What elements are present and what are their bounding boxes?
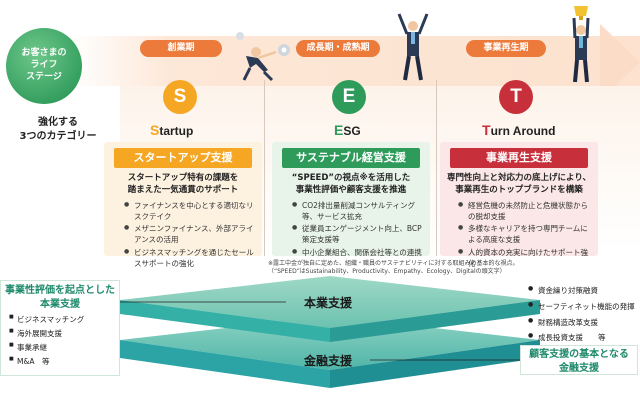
- speed-footnote: ※露工中金が独自に定めた、組織・職員のサステナビリティに対する取組みの基本的な視…: [268, 260, 519, 276]
- list-item: CO2排出量削減コンサルティング等、サービス拡充: [292, 201, 422, 223]
- lower-slab-right-face: [330, 340, 540, 388]
- running-businessman-illustration: [236, 32, 290, 82]
- upper-slab-left-face: [120, 300, 330, 342]
- upper-slab-top: [120, 276, 540, 328]
- list-item: 中小企業組合、関係会社等との連携: [292, 248, 422, 259]
- trophy-businessman-illustration: [572, 6, 590, 83]
- startup-letter-badge: S: [163, 80, 197, 114]
- list-item: 海外展開支援: [9, 327, 119, 341]
- list-item: 多様なキャリアを持つ専門チームによる高度な支援: [458, 224, 592, 246]
- list-item: 従業員エンゲージメント向上、BCP策定支援等: [292, 224, 422, 246]
- list-item: M&A 等: [9, 355, 119, 369]
- circle-line: ステージ: [26, 71, 62, 82]
- list-item: セーフティネット機能の発揮: [528, 299, 640, 315]
- cheering-businessman-illustration: [397, 13, 429, 81]
- startup-card-title: スタートアップ支援: [114, 148, 252, 168]
- column-divider: [264, 80, 265, 256]
- esg-card-headline: “SPEED”の視点※を活用した 事業性評価や顧客支援を推進: [291, 173, 411, 196]
- financial-support-list: 資金繰り対策融資 セーフティネット機能の発揮 財務構造改革支援 成長投資支援 等: [528, 283, 640, 346]
- stage-founding: 創業期: [140, 40, 222, 57]
- circle-line: ライフ: [30, 60, 58, 71]
- lower-slab-top: [120, 316, 540, 370]
- business-support-title: 事業性評価を起点とした 本業支援: [5, 285, 115, 310]
- list-item: 成長投資支援 等: [528, 330, 640, 346]
- list-item: 財務構造改革支援: [528, 315, 640, 331]
- column-divider: [436, 80, 437, 256]
- esg-card: サステナブル経営支援 “SPEED”の視点※を活用した 事業性評価や顧客支援を推…: [272, 142, 430, 259]
- esg-word: ESG: [334, 122, 361, 138]
- list-item: 資金繰り対策融資: [528, 283, 640, 299]
- financial-support-label: 金融支援: [303, 354, 352, 368]
- stage-growth: 成長期・成熟期: [296, 40, 380, 57]
- turnaround-card: 事業再生支援 専門性向上と対応力の底上げにより、 事業再生のトップブランドを構築…: [440, 142, 598, 268]
- list-item: ビジネスマッチングを通じたセールスサポートの強化: [124, 248, 254, 270]
- connector-lines: [120, 301, 520, 361]
- stage-revival: 事業再生期: [466, 40, 546, 57]
- strength-line: 強化する: [38, 117, 78, 128]
- startup-card-list: ファイナンスを中心とする適切なリスクテイク メザニンファイナンス、外部アライアン…: [124, 201, 254, 270]
- turnaround-card-list: 経営危機の未然防止と危機状態からの脱却支援 多様なキャリアを持つ専門チームによる…: [458, 201, 592, 270]
- esg-letter-badge: E: [332, 80, 366, 114]
- business-support-label: 本業支援: [303, 296, 352, 310]
- list-item: 人的資本の充実に向けたサポート強化: [458, 248, 592, 270]
- strengthen-categories-label: 強化する 3つのカテゴリー: [8, 116, 108, 143]
- list-item: 経営危機の未然防止と危機状態からの脱却支援: [458, 201, 592, 223]
- turnaround-card-headline: 専門性向上と対応力の底上げにより、 事業再生のトップブランドを構築: [447, 173, 591, 196]
- turnaround-letter-badge: T: [499, 80, 533, 114]
- startup-card: スタートアップ支援 スタートアップ特有の課題を 踏まえた一気通貫のサポート ファ…: [104, 142, 262, 268]
- esg-card-title: サステナブル経営支援: [282, 148, 420, 168]
- business-support-box: 事業性評価を起点とした 本業支援 ビジネスマッチング 海外展開支援 事業承継 M…: [0, 280, 120, 376]
- financial-support-box: 顧客支援の基本となる 金融支援: [520, 345, 638, 375]
- list-item: ファイナンスを中心とする適切なリスクテイク: [124, 201, 254, 223]
- strength-line: 3つのカテゴリー: [19, 130, 97, 142]
- upper-slab-right-face: [330, 300, 540, 342]
- turnaround-card-title: 事業再生支援: [450, 148, 588, 168]
- circle-line: お客さまの: [21, 48, 67, 59]
- turnaround-word: Turn Around: [482, 122, 556, 138]
- lower-slab-left-face: [120, 340, 330, 388]
- list-item: メザニンファイナンス、外部アライアンスの活用: [124, 224, 254, 246]
- business-support-list: ビジネスマッチング 海外展開支援 事業承継 M&A 等: [9, 313, 119, 369]
- startup-word: Startup: [150, 122, 194, 138]
- list-item: 事業承継: [9, 341, 119, 355]
- list-item: ビジネスマッチング: [9, 313, 119, 327]
- support-foundation-slabs: [120, 276, 540, 388]
- startup-card-headline: スタートアップ特有の課題を 踏まえた一気通貫のサポート: [127, 173, 239, 196]
- customer-lifestage-circle: お客さまの ライフ ステージ: [6, 28, 82, 104]
- esg-card-list: CO2排出量削減コンサルティング等、サービス拡充 従業員エンゲージメント向上、B…: [292, 201, 422, 259]
- financial-support-title: 顧客支援の基本となる 金融支援: [529, 349, 629, 374]
